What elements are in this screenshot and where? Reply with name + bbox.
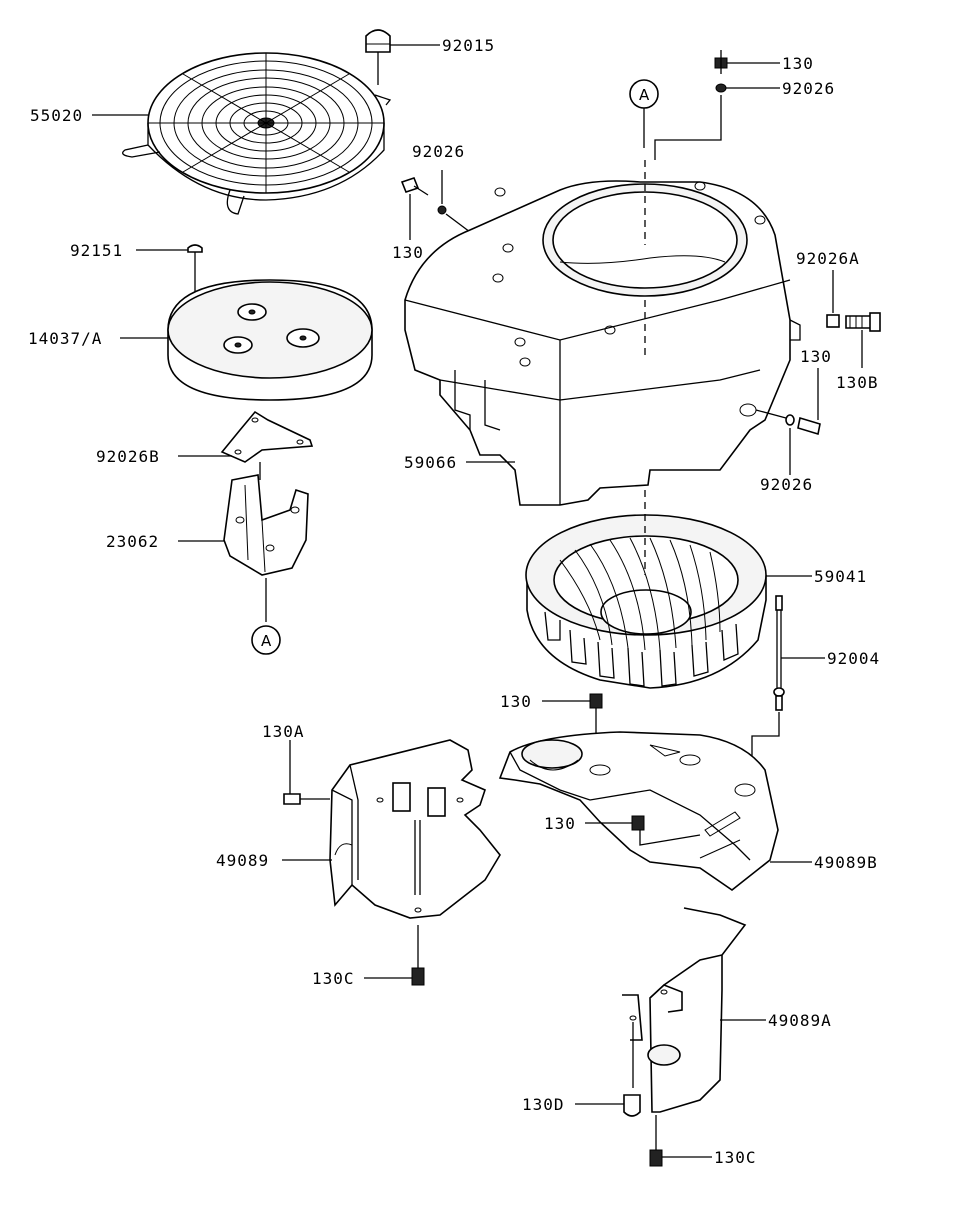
label-59066: 59066	[404, 453, 457, 472]
callout-a-bottom	[251, 625, 281, 655]
label-92026-top: 92026	[782, 79, 835, 98]
nut-92015	[365, 29, 440, 85]
label-92026-mid: 92026	[412, 142, 465, 161]
washer-92026-top	[654, 83, 780, 160]
baffle-49089B	[498, 731, 812, 891]
bolt-130B	[845, 312, 881, 368]
washer-92026-mid	[437, 170, 471, 233]
washer-92026-right	[755, 409, 795, 475]
label-130A: 130A	[262, 722, 305, 741]
label-130-top: 130	[782, 54, 814, 73]
cap-130D	[575, 1094, 641, 1117]
label-14037: 14037/A	[28, 329, 102, 348]
label-130-mid: 130	[500, 692, 532, 711]
label-92026-right: 92026	[760, 475, 813, 494]
bolt-130-low	[585, 815, 645, 831]
spacer-92026A	[826, 270, 840, 328]
label-92026A: 92026A	[796, 249, 860, 268]
label-92151: 92151	[70, 241, 123, 260]
label-130C-left: 130C	[312, 969, 355, 988]
label-49089: 49089	[216, 851, 269, 870]
label-92015: 92015	[442, 36, 495, 55]
label-23062: 23062	[106, 532, 159, 551]
bracket-92026B	[178, 410, 314, 480]
bolt-130-right	[797, 368, 821, 436]
bolt-130C-right	[649, 1115, 712, 1167]
bracket-23062	[178, 474, 309, 622]
label-130C-right: 130C	[714, 1148, 757, 1167]
bolt-130-left	[400, 177, 429, 240]
stud-92004	[751, 595, 825, 782]
label-92026B: 92026B	[96, 447, 160, 466]
callout-a-top	[629, 79, 659, 148]
label-49089B: 49089B	[814, 853, 878, 872]
baffle-49089	[282, 739, 501, 919]
label-130-right: 130	[800, 347, 832, 366]
baffle-49089A	[622, 907, 766, 1113]
label-92004: 92004	[827, 649, 880, 668]
flywheel-59041	[525, 490, 812, 689]
bolt-130A	[283, 740, 330, 805]
label-49089A: 49089A	[768, 1011, 832, 1030]
label-130-left: 130	[392, 243, 424, 262]
label-130-low: 130	[544, 814, 576, 833]
label-130B: 130B	[836, 373, 879, 392]
label-130D: 130D	[522, 1095, 565, 1114]
label-59041: 59041	[814, 567, 867, 586]
blower-housing-59066	[404, 160, 801, 506]
bolt-130C-left	[364, 925, 425, 986]
fan-screen-55020	[122, 52, 392, 215]
callout-a-top-letter: A	[639, 86, 650, 104]
cover-plate-14037	[120, 279, 373, 401]
bolt-130-top	[714, 50, 780, 74]
callout-a-bottom-letter: A	[261, 632, 272, 650]
label-55020: 55020	[30, 106, 83, 125]
